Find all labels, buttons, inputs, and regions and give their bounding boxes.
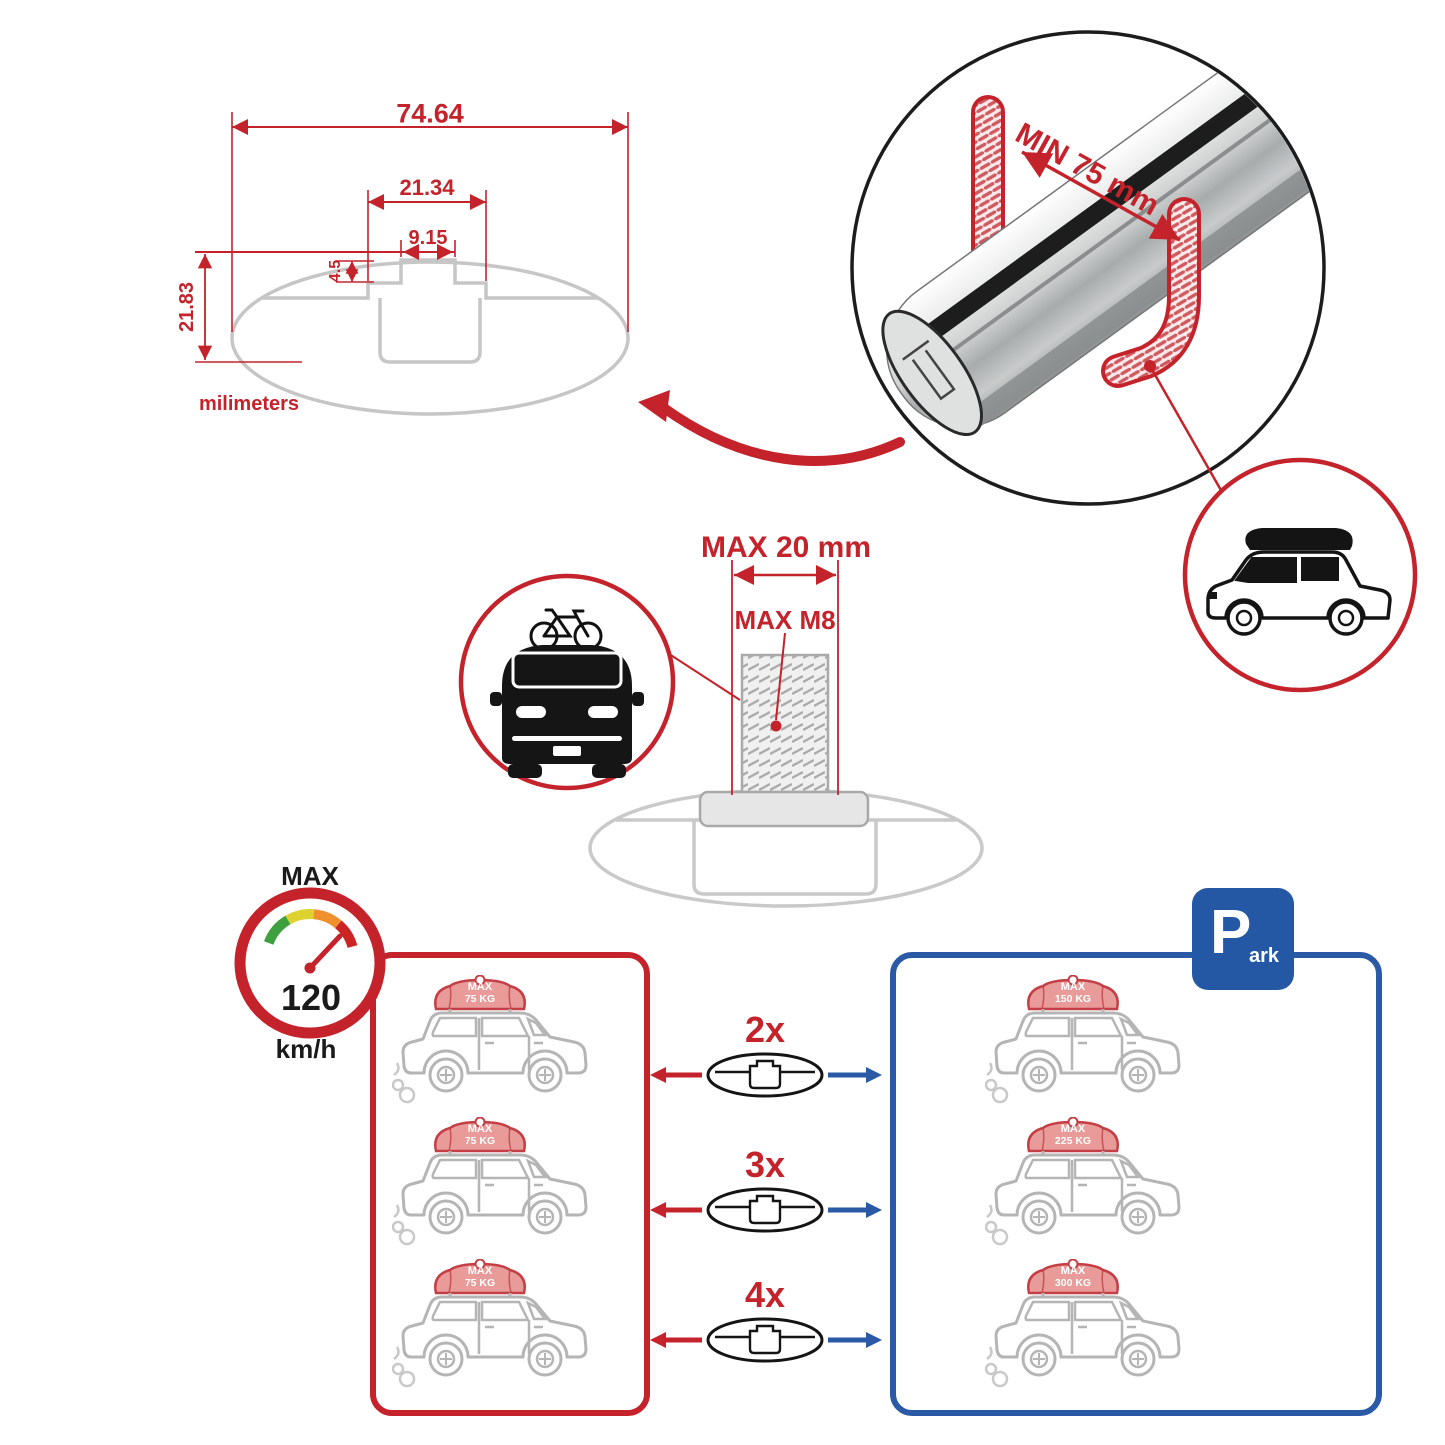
dim-slot-label: 9.15 [408, 227, 448, 249]
parked-cars [985, 975, 1181, 1388]
parked-limit-panel [890, 952, 1382, 1416]
dimension-lines [195, 112, 629, 363]
max-length-label: MAX 20 mm [700, 531, 872, 564]
callout-line [1148, 365, 1224, 493]
profile-channel-outline [378, 298, 482, 364]
parked-load-badge-2: MAX 225 KG [1054, 1123, 1092, 1147]
min-span-arrow [1021, 150, 1181, 242]
parked-load-badge-1: MAX 150 KG [1054, 981, 1092, 1005]
thread-callout-dot [770, 720, 782, 732]
multiplier-4x-label: 4x [744, 1274, 786, 1315]
roofbox-icon [1245, 528, 1353, 550]
dim-width-label: 74.64 [396, 98, 464, 129]
parked-load-badge-3: MAX 300 KG [1054, 1265, 1092, 1289]
multiplier-3x-label: 3x [744, 1144, 786, 1185]
crossbar-section-icon [706, 1052, 824, 1098]
car-front-icon [490, 645, 644, 778]
speed-max-label: MAX [281, 861, 339, 891]
driving-load-badge-1: MAX 75 KG [464, 981, 496, 1005]
profile-slot-outline [262, 258, 598, 300]
parking-sign: P ark [1192, 888, 1294, 990]
speedometer-icon [234, 887, 386, 1039]
bolt-section [588, 560, 984, 908]
driving-cars [392, 975, 588, 1388]
t-bolt-icon [698, 653, 870, 828]
multiplier-row [650, 1052, 882, 1098]
dim-height-label: 21.83 [176, 281, 198, 333]
bolt-dimension-lines [731, 560, 839, 795]
dim-lip-label: 4.5 [327, 259, 344, 283]
car-bike-circle [458, 573, 676, 791]
parking-sign-suffix: ark [1249, 945, 1280, 967]
unit-label: milimeters [198, 393, 300, 415]
parking-sign-letter: P [1210, 898, 1252, 967]
crossbar-profile-diagram [195, 112, 905, 466]
right-arrowhead [866, 1067, 882, 1083]
driving-load-badge-2: MAX 75 KG [464, 1123, 496, 1147]
multiplier-rows [650, 1052, 882, 1361]
suv-silhouette-icon [1206, 550, 1392, 636]
crossbar-render-circle [850, 30, 1326, 506]
driving-limit-panel [370, 952, 650, 1416]
speed-unit-label: km/h [275, 1034, 337, 1064]
left-arrowhead [650, 1067, 666, 1083]
max-thread-label: MAX M8 [734, 605, 836, 635]
dim-platform-label: 21.34 [399, 175, 455, 200]
bike-callout-line [662, 649, 741, 701]
multiplier-2x-label: 2x [744, 1009, 786, 1050]
speed-value: 120 [280, 977, 342, 1018]
pointer-arrow [659, 403, 905, 466]
car-roofbox-circle [1182, 457, 1418, 693]
pointer-arrowhead [638, 390, 670, 422]
driving-load-badge-3: MAX 75 KG [464, 1265, 496, 1289]
